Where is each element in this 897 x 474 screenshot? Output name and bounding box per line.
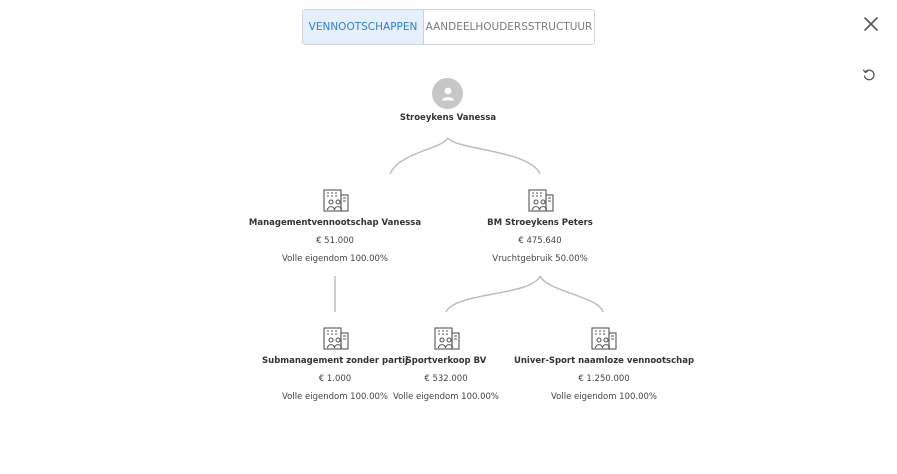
node-n2-ownership: Vruchtgebruik 50.00%	[492, 254, 588, 264]
node-n2-value: € 475.640	[518, 236, 562, 246]
close-icon[interactable]	[862, 15, 880, 33]
connector-root-n1	[389, 137, 449, 175]
reset-icon[interactable]	[861, 67, 877, 83]
node-n3-value: € 1.000	[318, 374, 352, 384]
node-n5-ownership: Volle eigendom 100.00%	[550, 392, 657, 402]
tab-vennootschappen[interactable]: VENNOOTSCHAPPEN	[303, 10, 424, 44]
connector-n2-n5	[539, 275, 604, 313]
node-n1-ownership: Volle eigendom 100.00%	[281, 254, 388, 264]
node-n4-name: Sportverkoop BV	[405, 356, 487, 366]
building-people-icon	[589, 322, 619, 352]
root-name: Stroeykens Vanessa	[399, 113, 497, 123]
user-avatar-icon	[432, 78, 463, 109]
connector-root-n2	[447, 137, 541, 175]
node-n1-value: € 51.000	[316, 236, 354, 246]
building-people-icon	[321, 322, 351, 352]
node-n2-name: BM Stroeykens Peters	[487, 218, 593, 228]
node-n4-value: € 532.000	[424, 374, 468, 384]
connector-n2-n4	[445, 275, 541, 313]
node-n5-name: Univer-Sport naamloze vennootschap	[513, 356, 695, 366]
tab-aandeelhoudersstructuur[interactable]: AANDEELHOUDERSSTRUCTUUR	[424, 10, 594, 44]
building-people-icon	[432, 322, 462, 352]
node-n3-ownership: Volle eigendom 100.00%	[281, 392, 388, 402]
node-n3-name: Submanagement zonder partij	[262, 356, 408, 366]
node-n1-name: Managementvennootschap Vanessa	[248, 218, 422, 228]
node-n4-ownership: Volle eigendom 100.00%	[392, 392, 499, 402]
building-people-icon	[321, 184, 351, 214]
building-people-icon	[526, 184, 556, 214]
view-tabs: VENNOOTSCHAPPEN AANDEELHOUDERSSTRUCTUUR	[302, 9, 595, 45]
node-n5-value: € 1.250.000	[578, 374, 630, 384]
